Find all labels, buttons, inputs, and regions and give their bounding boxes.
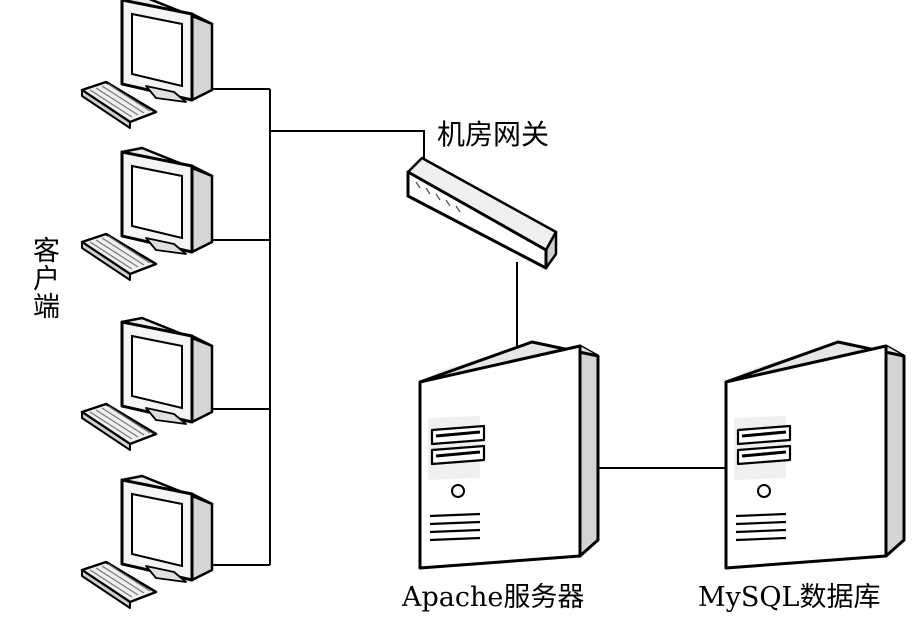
client-computer-2 <box>80 146 214 282</box>
web-server-label: Apache服务器 <box>402 582 585 613</box>
mysql-db-server <box>724 340 906 570</box>
edge-bus-to-gateway <box>270 130 425 168</box>
gateway-label: 机房网关 <box>437 118 550 151</box>
apache-web-server <box>418 340 600 570</box>
clients-label: 客户端 <box>28 236 59 320</box>
db-server-label: MySQL数据库 <box>698 582 881 613</box>
client-computer-4 <box>80 474 214 610</box>
gateway-switch <box>406 156 558 270</box>
client-computer-1 <box>80 0 214 130</box>
connection-lines <box>212 88 728 566</box>
client-computer-3 <box>80 316 214 452</box>
